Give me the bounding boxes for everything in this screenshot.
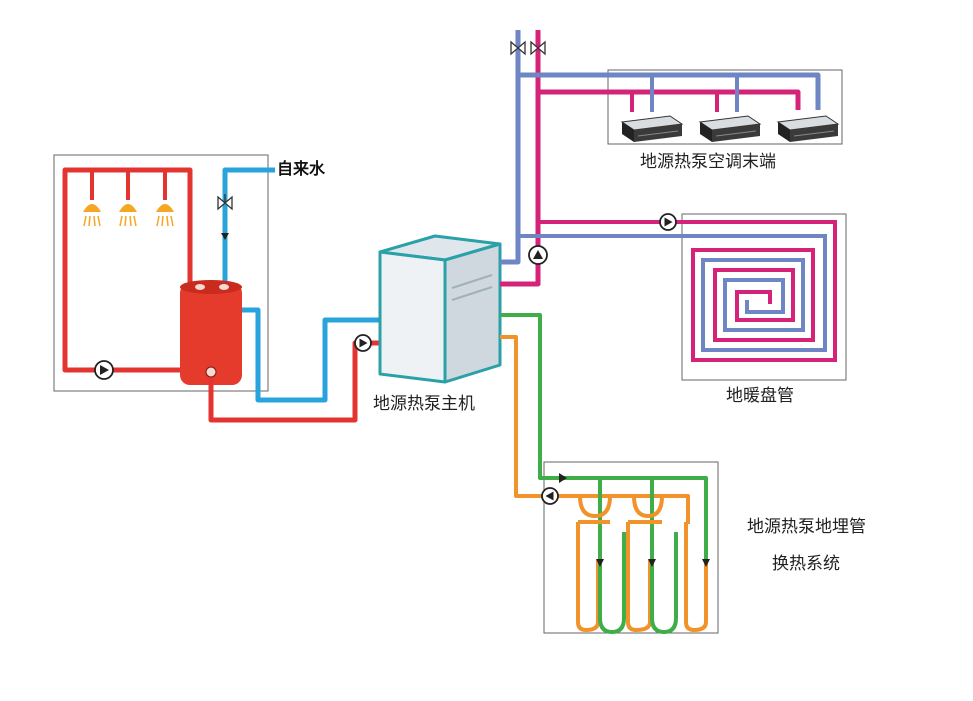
- ac-return-header-pipe: [518, 72, 821, 110]
- fan-coil-icon: [776, 115, 840, 142]
- valve-icon: [530, 40, 546, 56]
- heat-pump-host-unit: [378, 234, 502, 384]
- floor-heating-return-pipe: [518, 234, 827, 352]
- tap-water-label: 自来水: [277, 159, 326, 178]
- tap-water-pipe: [222, 167, 275, 285]
- flow-arrow-icon: [559, 473, 567, 483]
- fan-coil-icon: [698, 115, 762, 142]
- ac-terminal-label: 地源热泵空调末端: [640, 152, 776, 172]
- shower-head-icon: [156, 204, 174, 227]
- ground-loop-u-tube: [578, 495, 664, 519]
- floor-heating-box: [681, 213, 847, 381]
- ground-loop-orange-pipe: [500, 335, 690, 522]
- pump-icon: [94, 360, 114, 380]
- ground-loop-green-u-tube: [598, 532, 678, 635]
- valve-icon: [510, 40, 526, 56]
- shower-head-icon: [83, 204, 101, 227]
- floor-heating-label: 地暖盘管: [726, 386, 794, 406]
- ground-loop-u-tube: [576, 522, 708, 633]
- hot-water-box: [53, 154, 269, 392]
- pump-icon: [541, 487, 559, 505]
- flow-arrow-icon: [702, 559, 710, 567]
- shower-head-icon: [119, 204, 137, 227]
- ac-terminal-box: [607, 69, 843, 145]
- flow-arrow-icon: [221, 233, 229, 240]
- host-unit-label: 地源热泵主机: [373, 394, 475, 414]
- ground-loop-box: [543, 461, 719, 634]
- floor-heating-supply-pipe: [538, 220, 837, 362]
- ground-loop-label-line1: 地源热泵地埋管: [747, 517, 866, 537]
- ac-supply-header-pipe: [538, 89, 801, 110]
- pump-icon: [354, 334, 372, 352]
- pump-icon: [528, 245, 548, 265]
- pump-icon: [659, 213, 677, 231]
- ac-supply-riser-pipe: [500, 30, 541, 287]
- tank-return-pipe-blue: [242, 307, 380, 403]
- ground-loop-green-pipe: [500, 313, 708, 560]
- ac-return-riser-pipe: [500, 30, 521, 265]
- fan-coil-icon: [620, 115, 684, 142]
- ground-loop-label-line2: 换热系统: [772, 554, 840, 574]
- valve-icon: [217, 194, 233, 211]
- water-tank: [180, 280, 242, 385]
- flow-arrow-icon: [596, 559, 604, 567]
- flow-arrow-icon: [648, 559, 656, 567]
